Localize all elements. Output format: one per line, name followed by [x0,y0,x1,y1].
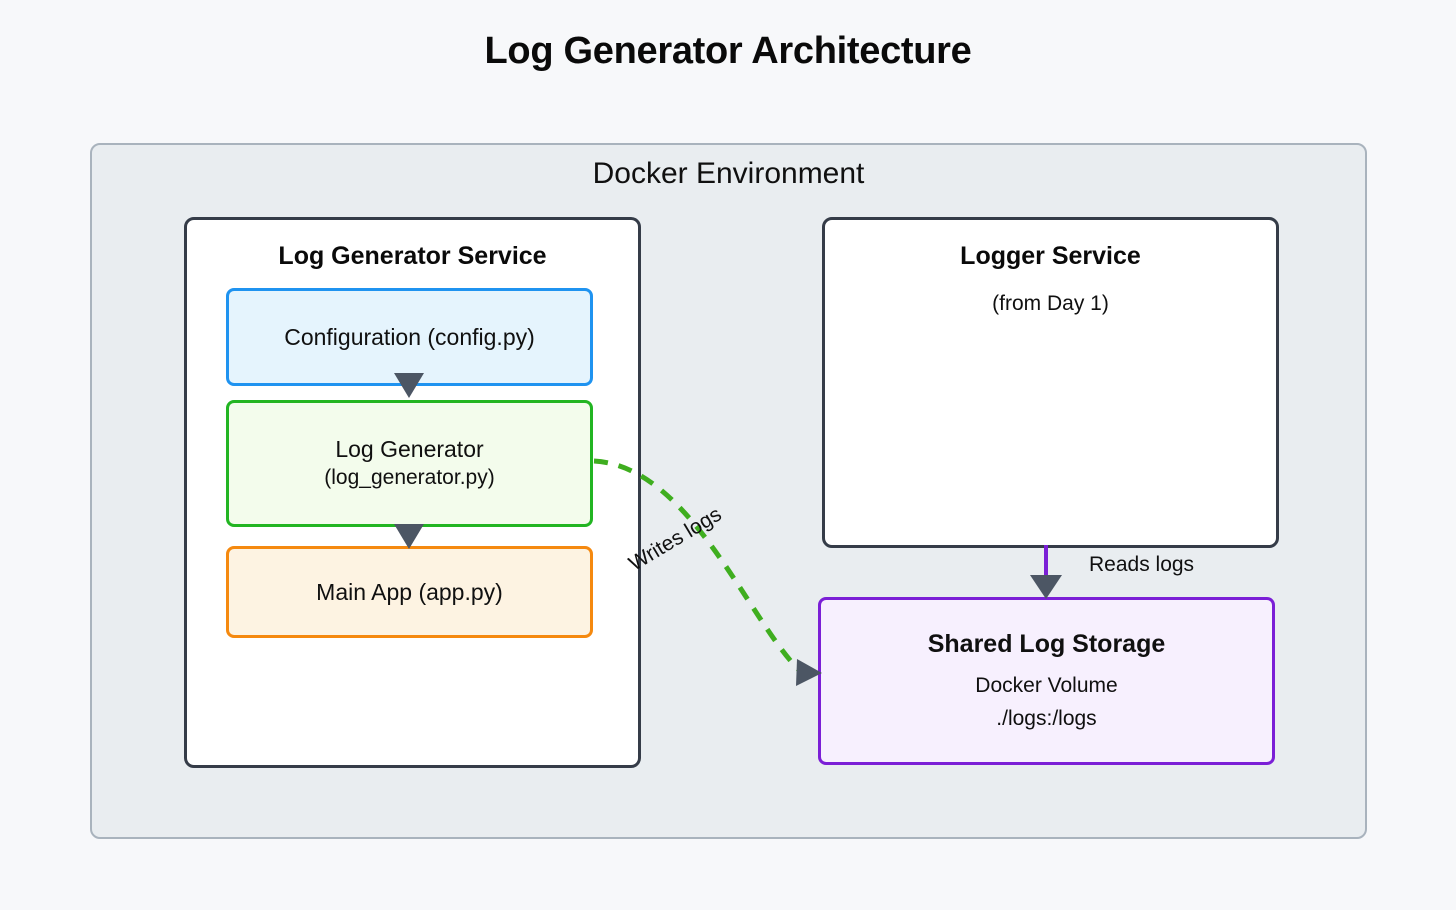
node-shared-log-storage-type: Docker Volume [975,674,1118,698]
node-shared-log-storage-label: Shared Log Storage [927,630,1166,659]
node-log-generator-file: (log_generator.py) [324,465,495,489]
node-log-generator[interactable]: Log Generator (log_generator.py) [226,400,593,527]
node-configuration[interactable]: Configuration (config.py) [226,288,593,386]
page-title: Log Generator Architecture [484,30,972,72]
logger-service-title: Logger Service [960,242,1141,270]
log-generator-service-title: Log Generator Service [278,242,547,270]
node-configuration-label: Configuration (config.py) [284,323,535,350]
docker-environment-label: Docker Environment [592,157,865,190]
node-shared-log-storage-path: ./logs:/logs [996,706,1097,730]
logger-service-box: Logger Service (from Day 1) [822,217,1279,548]
node-shared-log-storage[interactable]: Shared Log Storage Docker Volume ./logs:… [818,597,1275,765]
logger-service-subtitle: (from Day 1) [992,292,1109,315]
node-log-generator-label: Log Generator [335,435,484,462]
edge-label-reads-logs: Reads logs [1089,553,1195,576]
node-main-app[interactable]: Main App (app.py) [226,546,593,638]
docker-environment-container: Docker Environment Log Generator Service… [90,143,1367,839]
node-main-app-label: Main App (app.py) [316,578,503,605]
